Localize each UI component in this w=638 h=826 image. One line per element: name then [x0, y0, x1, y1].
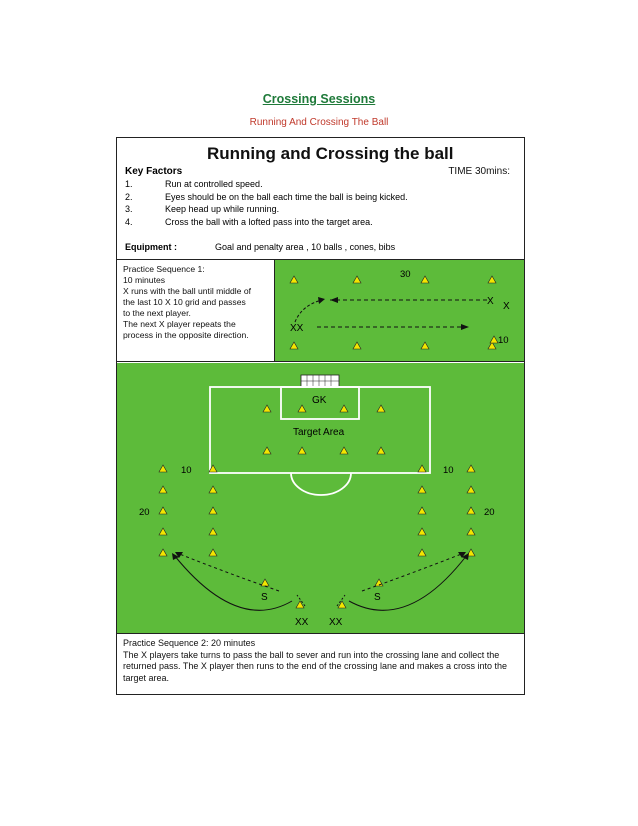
cone-marker: [417, 506, 427, 515]
cone-marker: [417, 527, 427, 536]
goalkeeper-label: GK: [312, 395, 327, 406]
cone-marker: [158, 527, 168, 536]
lane-length-label: 20: [139, 507, 150, 518]
lane-length-label: 20: [484, 507, 495, 518]
cone-marker: [295, 600, 305, 609]
list-text: Run at controlled speed.: [165, 179, 263, 189]
grid-diagram: 30 10 X X XX: [289, 269, 510, 350]
cone-marker: [420, 275, 430, 284]
cone-marker: [158, 548, 168, 557]
cone-marker: [417, 548, 427, 557]
cone-marker: [208, 548, 218, 557]
list-text: Cross the ball with a lofted pass into t…: [165, 216, 373, 227]
cone-marker: [466, 527, 476, 536]
cone-marker: [487, 275, 497, 284]
cone-marker: [466, 506, 476, 515]
cone-marker: [262, 404, 272, 413]
sheet-title: Running and Crossing the ball: [207, 144, 454, 163]
cone-marker: [489, 335, 499, 344]
list-number: 1.: [125, 179, 133, 189]
ps1-line: Practice Sequence 1:: [123, 264, 205, 274]
list-number: 2.: [125, 191, 133, 202]
cone-marker: [158, 506, 168, 515]
cone-marker: [208, 506, 218, 515]
cone-marker: [466, 548, 476, 557]
cone-marker: [208, 485, 218, 494]
header-section: Running and Crossing the ball Key Factor…: [117, 138, 524, 260]
cone-marker: [420, 341, 430, 350]
equipment-label: Equipment :: [125, 242, 177, 252]
document-title: Crossing Sessions: [262, 92, 376, 106]
list-text: Keep head up while running.: [165, 204, 280, 214]
server-label: S: [374, 592, 381, 603]
cone-marker: [158, 485, 168, 494]
cone-marker: [297, 446, 307, 455]
document-subtitle: Running And Crossing The Ball: [249, 117, 389, 128]
lane-length-label: 10: [181, 465, 192, 476]
list-text: Eyes should be on the ball each time the…: [165, 191, 408, 202]
grid-side-label: 10: [498, 335, 509, 346]
player-x-label: XX: [295, 617, 309, 628]
ps1-line: X runs with the ball until middle of: [123, 286, 252, 296]
equipment-text: Goal and penalty area , 10 balls , cones…: [215, 242, 396, 252]
ps1-line: to the next player.: [123, 308, 191, 318]
cone-marker: [352, 341, 362, 350]
cone-marker: [260, 578, 270, 587]
ps1-line: 10 minutes: [123, 275, 166, 285]
player-x-label: XX: [290, 323, 304, 334]
cone-marker: [376, 404, 386, 413]
cone-marker: [208, 464, 218, 473]
cone-marker: [417, 464, 427, 473]
cone-marker: [466, 464, 476, 473]
penalty-arc: [290, 472, 352, 496]
list-number: 4.: [125, 216, 133, 227]
player-x-label: X: [503, 301, 510, 312]
cone-marker: [262, 446, 272, 455]
cone-marker: [289, 275, 299, 284]
practice-sequence-1-panel: Practice Sequence 1: 10 minutes X runs w…: [117, 260, 524, 362]
ps1-line: process in the opposite direction.: [123, 330, 249, 340]
player-x-label: XX: [329, 617, 343, 628]
goal-area: [280, 386, 360, 420]
cone-marker: [376, 446, 386, 455]
list-number: 3.: [125, 204, 133, 214]
cone-marker: [158, 464, 168, 473]
list-item: 4. Cross the ball with a lofted pass into…: [125, 216, 408, 229]
key-factors-list: 1. Run at controlled speed. 2. Eyes should…: [125, 178, 408, 228]
cone-marker: [339, 446, 349, 455]
cone-marker: [417, 485, 427, 494]
equipment-row: Equipment : Goal and penalty area , 10 b…: [125, 242, 395, 252]
ps1-line: the last 10 X 10 grid and passes: [123, 297, 246, 307]
cone-marker: [289, 341, 299, 350]
list-item: 1. Run at controlled speed.: [125, 178, 408, 191]
list-item: 2. Eyes should be on the ball each time t…: [125, 191, 408, 204]
cone-marker: [352, 275, 362, 284]
server-label: S: [261, 592, 268, 603]
time-label: TIME 30mins:: [448, 166, 510, 177]
key-factors-heading: Key Factors: [125, 166, 183, 177]
field-diagram: GK Target Area 10 20 10 20 S S XX XX: [139, 374, 495, 628]
cone-marker: [208, 527, 218, 536]
target-area-label: Target Area: [293, 427, 345, 438]
practice-sequence-2-field: GK Target Area 10 20 10 20 S S XX XX: [117, 363, 524, 634]
practice-sequence-2-text: Practice Sequence 2: 20 minutes The X pl…: [123, 638, 518, 684]
cone-marker: [487, 341, 497, 350]
cone-marker: [337, 600, 347, 609]
lane-length-label: 10: [443, 465, 454, 476]
cone-marker: [466, 485, 476, 494]
list-item: 3. Keep head up while running.: [125, 203, 408, 216]
player-x-label: X: [487, 296, 494, 307]
ps2-paragraph: Practice Sequence 2: 20 minutes The X pl…: [123, 638, 508, 683]
ps1-line: The next X player repeats the: [123, 319, 236, 329]
cone-marker: [339, 404, 349, 413]
cone-marker: [297, 404, 307, 413]
grid-top-label: 30: [400, 269, 411, 280]
practice-sequence-1-text: Practice Sequence 1: 10 minutes X runs w…: [117, 260, 275, 361]
session-sheet: Running and Crossing the ball Key Factor…: [116, 137, 525, 695]
